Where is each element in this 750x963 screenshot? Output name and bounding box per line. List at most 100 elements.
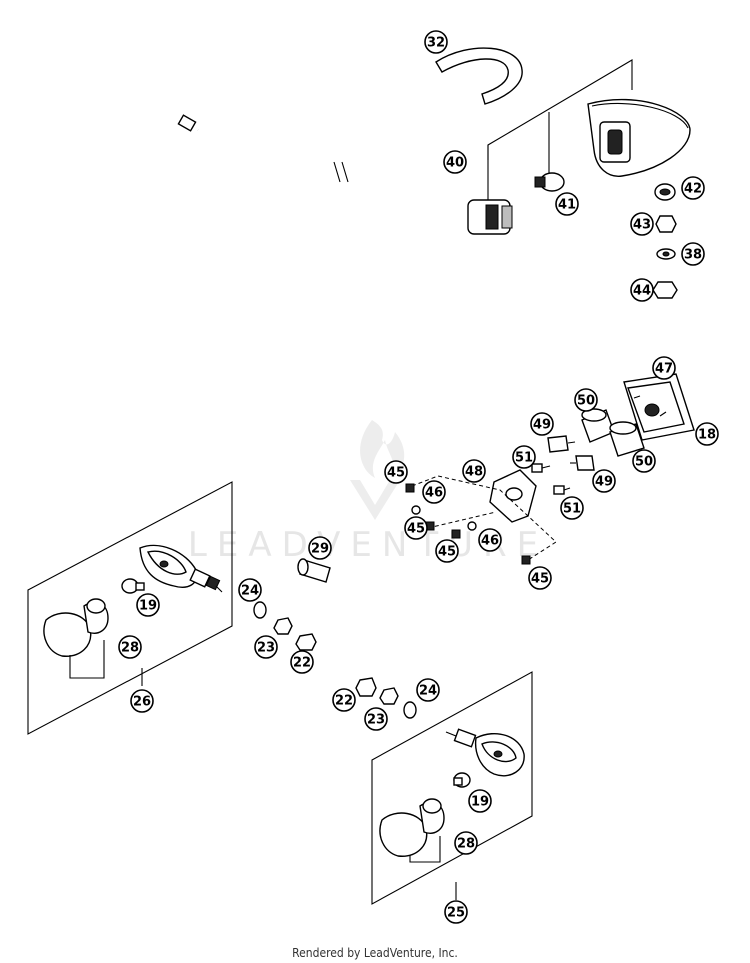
- callout-24: 24: [416, 678, 440, 702]
- callout-45: 45: [528, 566, 552, 590]
- nut-45a: [405, 483, 415, 493]
- callout-number: 43: [633, 218, 651, 233]
- callout-circle: [384, 460, 408, 484]
- tail-light-housing: [587, 98, 691, 177]
- callout-49: 49: [592, 469, 616, 493]
- callout-number: 22: [335, 694, 353, 709]
- callout-circle: [454, 831, 478, 855]
- wire-harness: [177, 114, 471, 214]
- callout-number: 46: [481, 534, 499, 549]
- callout-circle: [681, 242, 705, 266]
- callout-number: 40: [446, 156, 464, 171]
- washer-46a: [411, 505, 421, 515]
- callout-circle: [652, 356, 676, 380]
- callout-number: 41: [558, 198, 576, 213]
- bulb-socket: [467, 199, 513, 235]
- callout-circle: [632, 449, 656, 473]
- callout-number: 25: [447, 906, 465, 921]
- callout-circle: [290, 650, 314, 674]
- callout-number: 45: [438, 545, 456, 560]
- callout-number: 48: [465, 465, 483, 480]
- nut-43: [655, 215, 677, 233]
- lens-28b: [379, 798, 445, 857]
- callout-44: 44: [630, 278, 654, 302]
- callout-number: 42: [684, 182, 702, 197]
- turn-signal-housing-left: [139, 544, 223, 593]
- callout-48: 48: [462, 459, 486, 483]
- callout-number: 50: [635, 455, 653, 470]
- callout-circle: [444, 900, 468, 924]
- callout-circle: [478, 528, 502, 552]
- callout-number: 49: [533, 418, 551, 433]
- frame-26: [27, 481, 233, 735]
- callout-circle: [695, 422, 719, 446]
- callout-circle: [630, 212, 654, 236]
- callout-circle: [530, 412, 554, 436]
- callout-38: 38: [681, 242, 705, 266]
- callout-number: 18: [698, 428, 716, 443]
- callout-24: 24: [238, 578, 262, 602]
- callout-18: 18: [695, 422, 719, 446]
- callout-circle: [468, 789, 492, 813]
- callout-number: 28: [457, 837, 475, 852]
- callout-23: 23: [364, 707, 388, 731]
- bulb-19b: [453, 772, 471, 788]
- callout-45: 45: [404, 516, 428, 540]
- callout-40: 40: [443, 150, 467, 174]
- callout-circle: [404, 516, 428, 540]
- callout-number: 23: [367, 713, 385, 728]
- rubber-mount-49a: [547, 435, 576, 453]
- nut-23b: [379, 687, 399, 705]
- callout-circle: [422, 480, 446, 504]
- callout-circle: [435, 539, 459, 563]
- nut-45c: [451, 529, 461, 539]
- callout-number: 29: [311, 542, 329, 557]
- callout-number: 19: [471, 795, 489, 810]
- callout-28: 28: [118, 635, 142, 659]
- callout-circle: [630, 278, 654, 302]
- callout-number: 45: [387, 466, 405, 481]
- dashed-guides: [411, 475, 557, 561]
- callout-circle: [462, 459, 486, 483]
- callout-26: 26: [130, 689, 154, 713]
- washer-24b: [403, 701, 417, 719]
- leader-28a: [69, 640, 105, 679]
- callout-number: 24: [241, 584, 259, 599]
- nut-22b: [355, 677, 377, 697]
- callout-number: 44: [633, 284, 651, 299]
- callout-50: 50: [574, 388, 598, 412]
- lens-28a: [43, 598, 109, 657]
- callout-number: 38: [684, 248, 702, 263]
- callout-number: 26: [133, 695, 151, 710]
- watermark-flame-icon: [350, 420, 405, 520]
- callout-41: 41: [555, 192, 579, 216]
- callout-circle: [681, 176, 705, 200]
- spacer-50a: [581, 408, 615, 443]
- grommet: [654, 183, 676, 201]
- screw-51a: [531, 463, 551, 473]
- callout-circle: [443, 150, 467, 174]
- callout-number: 45: [531, 572, 549, 587]
- callout-43: 43: [630, 212, 654, 236]
- turn-signal-housing-right: [445, 728, 525, 777]
- bracket-plate: [489, 469, 537, 523]
- washer-24a: [253, 601, 267, 619]
- callout-circle: [592, 469, 616, 493]
- callout-circle: [238, 578, 262, 602]
- callout-29: 29: [308, 536, 332, 560]
- callout-circle: [308, 536, 332, 560]
- callout-layer: 3240414243384447504951481850495145464545…: [118, 30, 719, 924]
- callout-19: 19: [136, 593, 160, 617]
- callout-32: 32: [424, 30, 448, 54]
- rubber-strip: [435, 47, 523, 105]
- bulb-19a: [121, 578, 145, 594]
- callout-number: 46: [425, 486, 443, 501]
- spacer-50b: [609, 421, 645, 457]
- callout-42: 42: [681, 176, 705, 200]
- callout-45: 45: [384, 460, 408, 484]
- callout-number: 19: [139, 599, 157, 614]
- callout-number: 22: [293, 656, 311, 671]
- callout-50: 50: [632, 449, 656, 473]
- frame-25: [371, 671, 533, 905]
